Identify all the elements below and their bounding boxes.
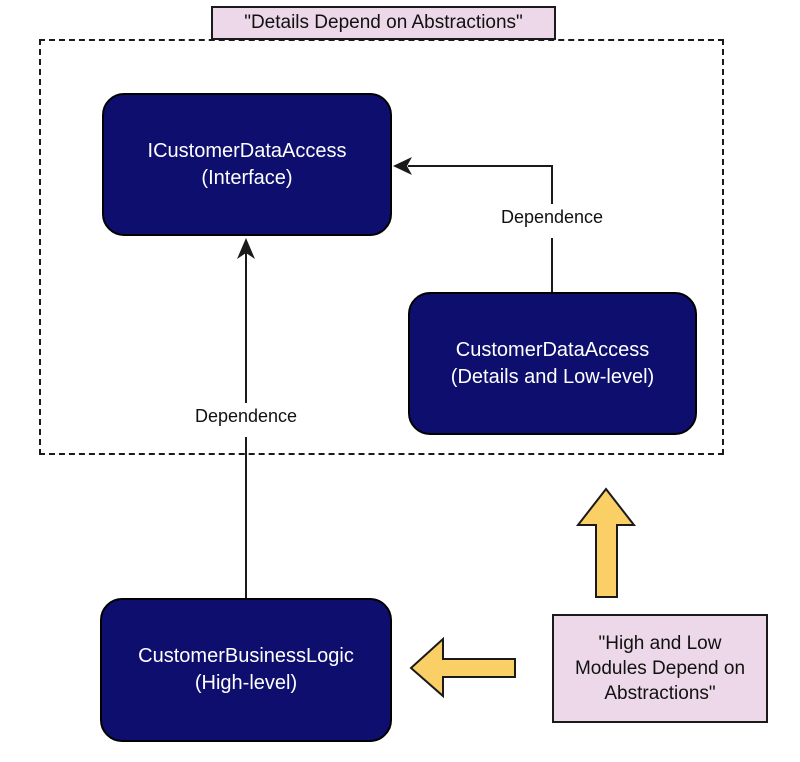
node-customerdataaccess-subtitle: (Details and Low-level) [450,365,655,388]
node-icustomerdataaccess-title: ICustomerDataAccess [147,139,347,162]
arrowhead-left-icon [393,157,412,175]
node-customerbusinesslogic-subtitle: (High-level) [194,672,298,694]
caption-top-text: "Details Depend on Abstractions" [244,12,523,33]
edge-label-dependence-right: Dependence [482,207,622,228]
dependence-arrow-details-to-interface [393,157,553,292]
dependence-arrow-logic-to-interface [237,238,255,598]
caption-details-depend-on-abstractions: "Details Depend on Abstractions" [211,6,556,40]
abstractions-boundary [39,39,724,455]
caption-bottom-line-1: "High and Low [598,633,722,654]
caption-high-low-modules-depend: "High and Low Modules Depend on Abstract… [552,614,768,723]
edge-label-dependence-left: Dependence [176,406,316,427]
node-customerdataaccess-title: CustomerDataAccess [455,338,650,361]
arrowhead-up-icon [237,238,255,259]
node-customerdataaccess: CustomerDataAccess (Details and Low-leve… [408,292,697,435]
caption-bottom-line-2: Modules Depend on [574,658,746,679]
block-arrow-up-icon [575,487,637,598]
node-customerbusinesslogic: CustomerBusinessLogic (High-level) [100,598,392,742]
block-arrow-left-icon [409,636,516,699]
caption-bottom-line-3: Abstractions" [604,683,716,704]
node-icustomerdataaccess-subtitle: (Interface) [201,166,293,189]
node-icustomerdataaccess: ICustomerDataAccess (Interface) [102,93,392,236]
node-customerbusinesslogic-title: CustomerBusinessLogic [138,645,354,667]
